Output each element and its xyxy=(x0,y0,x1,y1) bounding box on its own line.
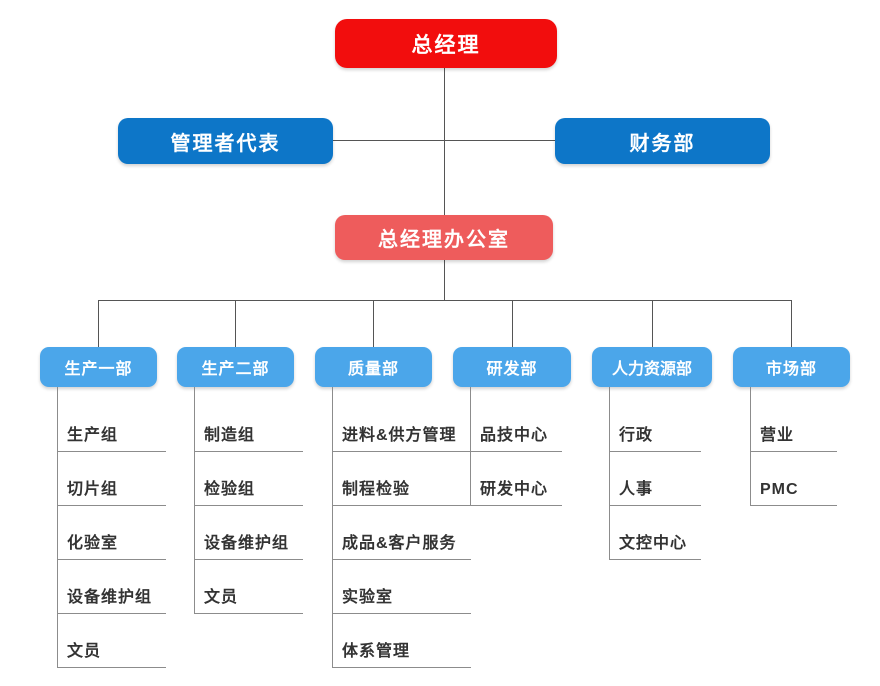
subunit-item: 制程检验 xyxy=(333,452,471,506)
subunit-item: 设备维护组 xyxy=(195,506,304,560)
subunit-item: 实验室 xyxy=(333,560,471,614)
connector-office-to-bus xyxy=(444,260,445,300)
subunit-item: PMC xyxy=(751,452,837,506)
subunit-item: 制造组 xyxy=(195,398,304,452)
node-gm-office: 总经理办公室 xyxy=(335,215,553,260)
subunit-item: 检验组 xyxy=(195,452,304,506)
subunit-item: 生产组 xyxy=(58,398,167,452)
connector-drop-dept-5 xyxy=(652,300,653,347)
subunit-item: 设备维护组 xyxy=(58,560,167,614)
subunit-item: 成品&客户服务 xyxy=(333,506,471,560)
subunit-list-production-dept-1: 生产组 切片组 化验室 设备维护组 文员 xyxy=(57,387,167,668)
node-marketing-dept: 市场部 xyxy=(733,347,850,387)
connector-root-to-office xyxy=(444,68,445,215)
connector-department-bus xyxy=(98,300,792,301)
connector-staff-crossbar xyxy=(333,140,555,141)
connector-drop-dept-4 xyxy=(512,300,513,347)
subunit-item: 文员 xyxy=(195,560,304,614)
subunit-item: 文员 xyxy=(58,614,167,668)
subunit-list-rnd-dept: 品技中心 研发中心 xyxy=(470,387,563,506)
connector-drop-dept-1 xyxy=(98,300,99,347)
subunit-item: 切片组 xyxy=(58,452,167,506)
subunit-list-hr-dept: 行政 人事 文控中心 xyxy=(609,387,702,560)
connector-drop-dept-6 xyxy=(791,300,792,347)
node-production-dept-1: 生产一部 xyxy=(40,347,157,387)
connector-drop-dept-2 xyxy=(235,300,236,347)
subunit-item: 进料&供方管理 xyxy=(333,398,471,452)
node-hr-dept: 人力资源部 xyxy=(592,347,712,387)
subunit-item: 品技中心 xyxy=(471,398,563,452)
subunit-item: 化验室 xyxy=(58,506,167,560)
subunit-item: 文控中心 xyxy=(610,506,702,560)
node-management-representative: 管理者代表 xyxy=(118,118,333,164)
subunit-list-production-dept-2: 制造组 检验组 设备维护组 文员 xyxy=(194,387,304,614)
connector-drop-dept-3 xyxy=(373,300,374,347)
subunit-item: 体系管理 xyxy=(333,614,471,668)
subunit-item: 营业 xyxy=(751,398,837,452)
node-finance-department: 财务部 xyxy=(555,118,770,164)
subunit-item: 行政 xyxy=(610,398,702,452)
subunit-item: 人事 xyxy=(610,452,702,506)
subunit-list-quality-dept: 进料&供方管理 制程检验 成品&客户服务 实验室 体系管理 xyxy=(332,387,471,668)
node-production-dept-2: 生产二部 xyxy=(177,347,294,387)
subunit-list-marketing-dept: 营业 PMC xyxy=(750,387,837,506)
subunit-item: 研发中心 xyxy=(471,452,563,506)
node-rnd-dept: 研发部 xyxy=(453,347,571,387)
node-quality-dept: 质量部 xyxy=(315,347,432,387)
node-general-manager: 总经理 xyxy=(335,19,557,68)
